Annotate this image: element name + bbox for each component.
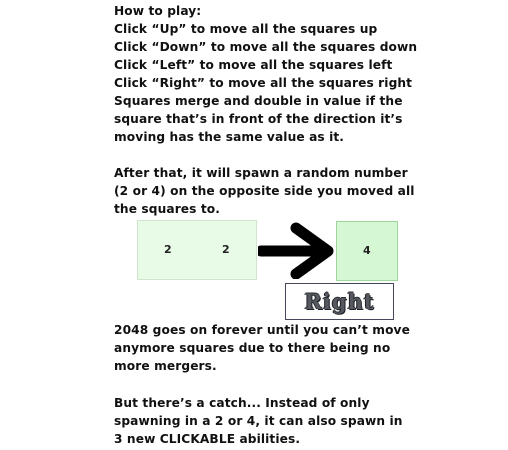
game-over-line: more mergers.: [114, 359, 217, 373]
game-over-line: 2048 goes on forever until you can’t mov…: [114, 323, 410, 337]
instruction-right: Click “Right” to move all the squares ri…: [114, 76, 413, 90]
spawn-rule-line: After that, it will spawn a random numbe…: [114, 166, 408, 180]
tile-value: 4: [363, 244, 371, 257]
spawn-rule-text: After that, it will spawn a random numbe…: [114, 164, 494, 218]
game-over-line: anymore squares due to there being no: [114, 341, 391, 355]
how-to-play-text: How to play: Click “Up” to move all the …: [114, 2, 494, 146]
abilities-line: spawning in a 2 or 4, it can also spawn …: [114, 414, 403, 428]
abilities-line: But there’s a catch... Instead of only: [114, 396, 370, 410]
abilities-text: But there’s a catch... Instead of only s…: [114, 394, 494, 448]
spawn-rule-line: (2 or 4) on the opposite side you moved …: [114, 184, 415, 198]
example-tile-after: 4: [336, 221, 398, 281]
merge-rule-line: square that’s in front of the direction …: [114, 112, 403, 126]
game-over-text: 2048 goes on forever until you can’t mov…: [114, 321, 494, 375]
instruction-down: Click “Down” to move all the squares dow…: [114, 40, 418, 54]
instruction-up: Click “Up” to move all the squares up: [114, 22, 378, 36]
merge-rule-line: moving has the same value as it.: [114, 130, 345, 144]
right-button[interactable]: Right: [285, 283, 394, 320]
tile-value: 2: [222, 243, 230, 256]
spawn-rule-line: the squares to.: [114, 202, 220, 216]
abilities-line: 3 new CLICKABLE abilities.: [114, 432, 301, 446]
tile-value: 2: [164, 243, 172, 256]
instruction-left: Click “Left” to move all the squares lef…: [114, 58, 393, 72]
how-to-play-heading: How to play:: [114, 4, 202, 18]
right-button-label: Right: [304, 289, 375, 314]
merge-rule-line: Squares merge and double in value if the: [114, 94, 403, 108]
example-tiles-before: 2 2: [137, 220, 257, 280]
right-arrow-icon: [258, 222, 334, 279]
